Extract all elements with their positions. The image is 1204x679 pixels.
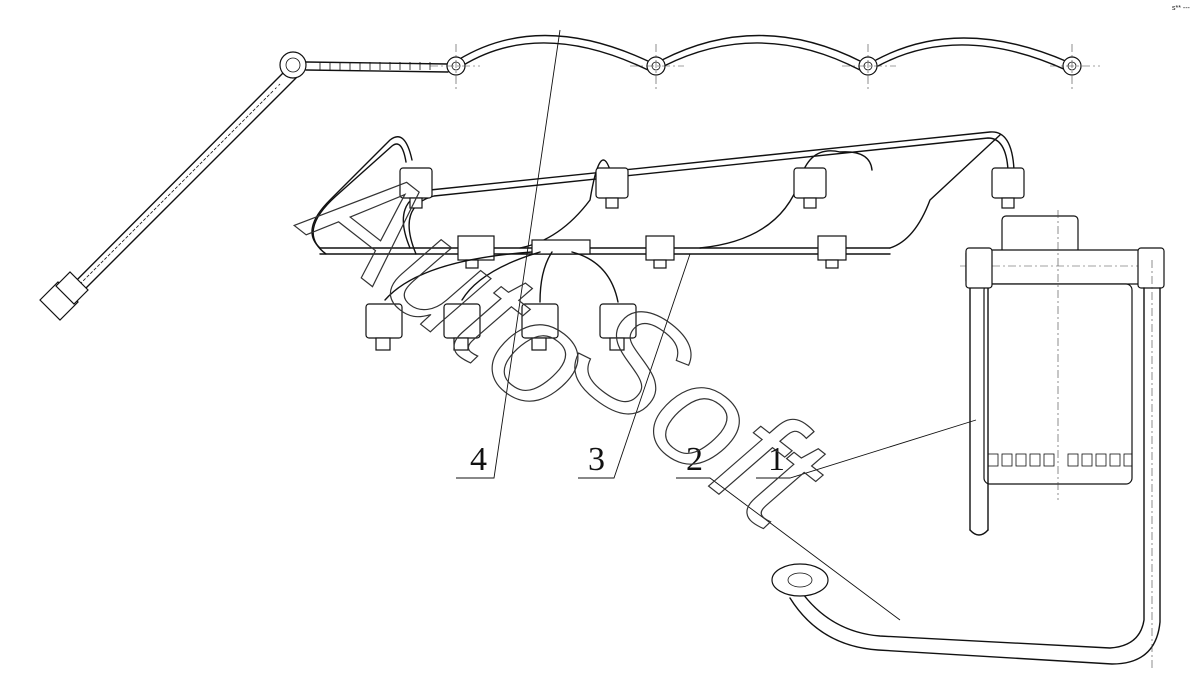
fuel-filter [960, 210, 1160, 536]
banjo-eye-1 [279, 51, 307, 79]
callout-1: 1 [768, 441, 785, 478]
callout-3: 3 [588, 441, 605, 478]
leak-off-line [39, 34, 1100, 321]
banjo-fittings [446, 56, 1082, 76]
callout-4: 4 [470, 441, 487, 478]
return-pipe [771, 247, 1165, 670]
hose-end-fitting [39, 271, 89, 321]
callout-2: 2 [686, 441, 703, 478]
injector-nuts-top [399, 167, 1025, 209]
corner-mark: s** --- [1172, 5, 1191, 12]
line-clamps [457, 235, 847, 269]
pump-outlet-nuts [365, 303, 637, 351]
filter-slots [987, 453, 1133, 467]
leader-lines [456, 29, 977, 621]
injection-lines [311, 131, 1025, 351]
